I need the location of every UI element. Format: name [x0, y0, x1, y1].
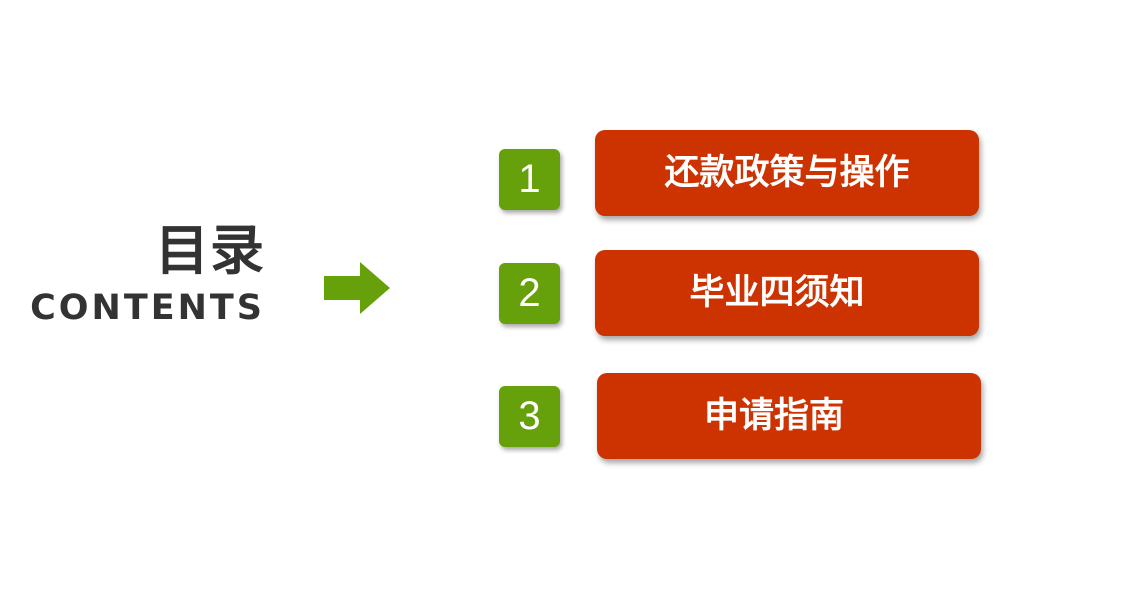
contents-title-chinese: 目录 [155, 219, 265, 282]
item-number-badge: 2 [499, 263, 560, 324]
contents-title-english: CONTENTS [30, 288, 265, 328]
item-number-badge: 3 [499, 386, 560, 447]
contents-item-graduation-notes[interactable]: 毕业四须知 [595, 250, 979, 336]
contents-item-application-guide[interactable]: 申请指南 [597, 373, 981, 459]
item-number-badge: 1 [499, 149, 560, 210]
contents-item-repayment-policy[interactable]: 还款政策与操作 [595, 130, 979, 216]
right-arrow-icon [324, 262, 390, 314]
